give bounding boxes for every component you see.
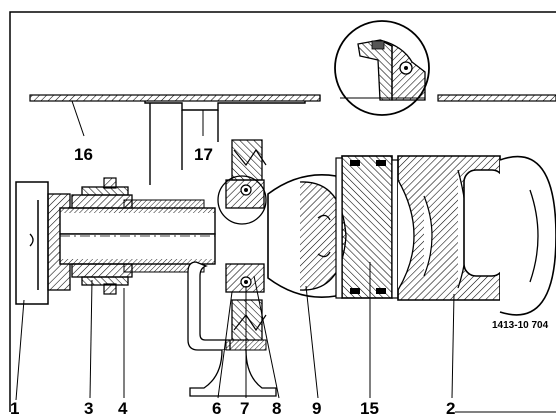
frame — [9, 11, 556, 413]
shaft-left — [15, 181, 216, 305]
sleeve-and-nut — [71, 177, 205, 295]
label-4: 4 — [118, 399, 128, 417]
detail-inset — [334, 20, 430, 116]
label-7: 7 — [240, 399, 249, 417]
part-labels: 1 3 4 6 7 8 9 15 2 16 17 1413-10 704 — [10, 145, 549, 417]
center-bearing — [187, 139, 277, 397]
label-1: 1 — [10, 399, 19, 417]
label-2: 2 — [446, 399, 455, 417]
leader-lines — [15, 100, 455, 401]
label-8: 8 — [272, 399, 281, 417]
coupling-block — [335, 155, 399, 299]
label-3: 3 — [84, 399, 93, 417]
rear-shaft — [397, 155, 556, 316]
floor-panel — [29, 94, 556, 102]
label-15: 15 — [360, 399, 379, 417]
flex-disc — [267, 174, 347, 298]
label-17: 17 — [194, 145, 213, 164]
bearing-bracket — [144, 101, 306, 185]
label-16: 16 — [74, 145, 93, 164]
label-6: 6 — [212, 399, 221, 417]
reference-code: 1413-10 704 — [492, 320, 549, 331]
label-9: 9 — [312, 399, 321, 417]
